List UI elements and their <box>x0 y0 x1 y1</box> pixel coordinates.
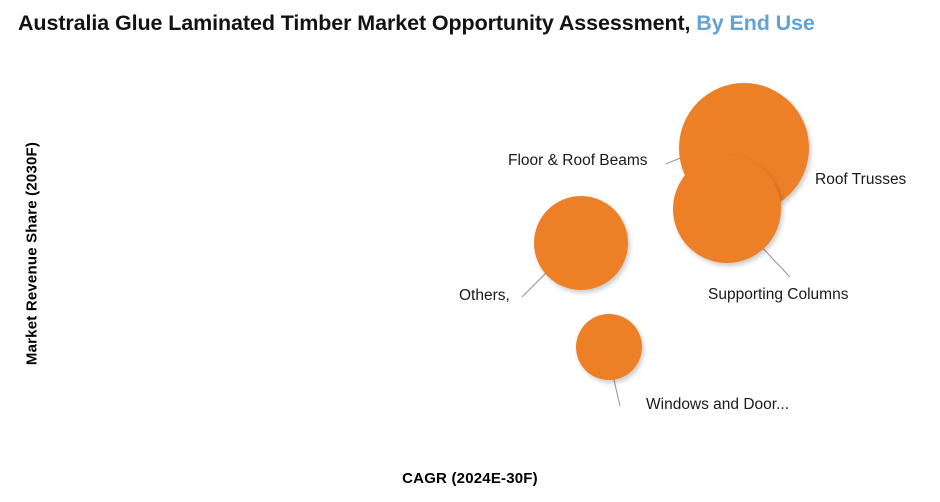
bubble-label-others: Others, <box>459 287 510 304</box>
chart-title: Australia Glue Laminated Timber Market O… <box>18 11 928 36</box>
chart-title-main: Australia Glue Laminated Timber Market O… <box>18 11 691 35</box>
x-axis-title: CAGR (2024E-30F) <box>402 470 538 487</box>
bubble-label-floor-roof-beams: Floor & Roof Beams <box>508 152 648 169</box>
bubble-others[interactable] <box>534 196 628 290</box>
chart-title-accent: By End Use <box>696 11 815 35</box>
bubble-label-supporting-columns: Supporting Columns <box>708 286 849 303</box>
bubble-windows-and-doors[interactable] <box>576 314 642 380</box>
bubble-supporting-columns[interactable] <box>673 155 781 263</box>
bubble-label-roof-trusses: Roof Trusses <box>815 171 907 188</box>
bubble-label-windows-and-doors: Windows and Door... <box>646 396 790 413</box>
